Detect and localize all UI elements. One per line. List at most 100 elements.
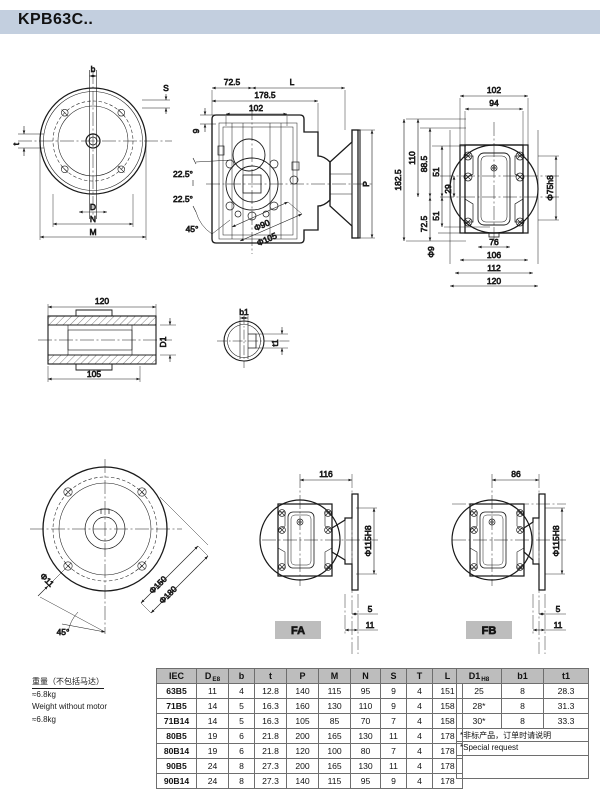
cell-s: 9 <box>380 698 407 714</box>
angle-22-5-b: 22.5° <box>173 194 193 204</box>
cell-t: 12.8 <box>254 683 287 699</box>
cell-b: 5 <box>228 713 255 729</box>
table-header-row: IEC DE8 b t P M N S T L <box>156 668 463 684</box>
dim-94: 94 <box>489 98 499 108</box>
dim-P: P <box>361 181 371 187</box>
dim-5-fb: 5 <box>556 604 561 614</box>
cell-t1: 33.3 <box>543 713 589 729</box>
dim-110: 110 <box>407 151 417 165</box>
col-header-l: L <box>432 668 463 684</box>
cell-t: 16.3 <box>254 698 287 714</box>
cell-m: 165 <box>318 728 351 744</box>
cell-t: 21.8 <box>254 728 287 744</box>
dim-86: 86 <box>511 469 521 479</box>
view-fb: 86 Φ115H8 5 11 FB <box>451 469 566 654</box>
table-note-row: *非标产品，订单时请说明 <box>456 728 589 742</box>
dim-M: M <box>89 227 96 237</box>
col-header-n: N <box>350 668 381 684</box>
cell-s: 9 <box>380 773 407 789</box>
dim-72-5-plan: 72.5 <box>419 215 429 232</box>
cell-tt: 4 <box>406 743 433 759</box>
view-side: 72.5 L 178.5 102 9 22.5° 22.5° 45° <box>173 77 375 254</box>
dim-phi-9: Φ9 <box>426 246 436 258</box>
technical-drawing-area: b S t D N M <box>0 34 600 654</box>
cell-b: 8 <box>228 773 255 789</box>
cell-t: 21.8 <box>254 743 287 759</box>
table-row: 25 8 28.3 <box>456 683 589 699</box>
dim-106: 106 <box>487 250 501 260</box>
dim-phi-75h8: Φ75h8 <box>545 175 555 201</box>
table-row: 28* 8 31.3 <box>456 698 589 714</box>
cell-t: 27.3 <box>254 773 287 789</box>
cell-m: 115 <box>318 773 351 789</box>
dimension-table-main: IEC DE8 b t P M N S T L 63B5 11 4 12.8 1… <box>156 668 463 789</box>
view-output-flange: Φ11 Φ150 Φ180 45° <box>30 459 209 637</box>
cell-iec: 63B5 <box>156 683 197 699</box>
weight-note-cn-value: ≈6.8kg <box>32 690 56 700</box>
col-header-iec: IEC <box>156 668 197 684</box>
table-note-row: *Special request <box>456 741 589 756</box>
dim-b: b <box>91 64 96 74</box>
cell-b: 4 <box>228 683 255 699</box>
cell-b1: 8 <box>501 698 544 714</box>
cell-p: 120 <box>286 743 319 759</box>
dim-178-5: 178.5 <box>254 90 276 100</box>
cell-d1: 25 <box>456 683 502 699</box>
table-row: 80B5 19 6 21.8 200 165 130 11 4 178 <box>156 728 463 744</box>
cell-iec: 90B14 <box>156 773 197 789</box>
table-row: 63B5 11 4 12.8 140 115 95 9 4 151 <box>156 683 463 699</box>
dim-102-plan: 102 <box>487 85 501 95</box>
dim-102-side: 102 <box>249 103 263 113</box>
col-header-p: P <box>286 668 319 684</box>
cell-b: 5 <box>228 698 255 714</box>
weight-note-en-value: ≈6.8kg <box>32 714 56 724</box>
col-header-t: t <box>254 668 287 684</box>
cell-p: 140 <box>286 683 319 699</box>
col-header-d1: D1H8 <box>456 668 502 684</box>
table-spacer-row <box>456 755 589 779</box>
dim-88-5: 88.5 <box>419 155 429 172</box>
cell-d: 24 <box>196 773 229 789</box>
cell-n: 130 <box>350 758 381 774</box>
cell-d: 19 <box>196 743 229 759</box>
col-header-m: M <box>318 668 351 684</box>
view-motor-flange: b S t D N M <box>11 64 172 240</box>
dim-phi-115h8-fa: Φ115H8 <box>363 525 373 556</box>
cell-b1: 8 <box>501 713 544 729</box>
table-row: 90B5 24 8 27.3 200 165 130 11 4 178 <box>156 758 463 774</box>
cell-b: 6 <box>228 728 255 744</box>
table-row: 71B5 14 5 16.3 160 130 110 9 4 158 <box>156 698 463 714</box>
angle-22-5-a: 22.5° <box>173 169 193 179</box>
cell-n: 70 <box>350 713 381 729</box>
dim-120-shaft: 120 <box>95 296 109 306</box>
cell-d: 11 <box>196 683 229 699</box>
dim-9-side: 9 <box>191 128 201 133</box>
dim-112: 112 <box>487 263 501 273</box>
dim-L: L <box>290 77 295 87</box>
dim-t: t <box>11 142 21 145</box>
cell-s: 11 <box>380 728 407 744</box>
weight-note-en-label: Weight without motor <box>32 702 107 712</box>
cell-tt: 4 <box>406 773 433 789</box>
col-header-tt: T <box>406 668 433 684</box>
dim-116: 116 <box>319 469 333 479</box>
cell-d: 14 <box>196 713 229 729</box>
dim-120-plan: 120 <box>487 276 501 286</box>
dim-phi-90: Φ90 <box>252 217 271 233</box>
label-fb: FB <box>482 625 497 637</box>
view-fa: 116 Φ115H8 5 11 FA <box>259 469 378 654</box>
cell-m: 85 <box>318 713 351 729</box>
note-cn: *非标产品，订单时请说明 <box>456 728 589 742</box>
cell-tt: 4 <box>406 758 433 774</box>
dim-N: N <box>90 214 96 224</box>
cell-n: 110 <box>350 698 381 714</box>
cell-b1: 8 <box>501 683 544 699</box>
dimension-table-aux: D1H8 b1 t1 25 8 28.3 28* 8 31.3 30* 8 33… <box>456 668 589 779</box>
dim-11-fb: 11 <box>554 620 563 630</box>
dim-S: S <box>163 83 169 93</box>
cell-iec: 80B14 <box>156 743 197 759</box>
cell-d1: 28* <box>456 698 502 714</box>
col-header-t1: t1 <box>543 668 589 684</box>
weight-note: 重量（不包括马达） ≈6.8kg Weight without motor ≈6… <box>32 676 152 726</box>
cell-p: 140 <box>286 773 319 789</box>
